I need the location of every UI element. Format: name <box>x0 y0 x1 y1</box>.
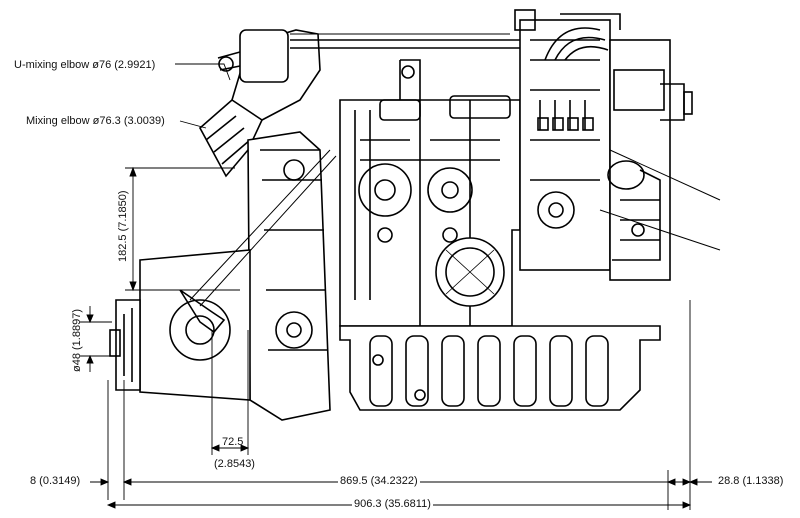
dim-182-5-label: 182.5 (7.1850) <box>117 190 129 262</box>
filter-housing <box>435 237 505 307</box>
dim-48-label: ø48 (1.8897) <box>71 309 83 372</box>
dim-8-label: 8 (0.3149) <box>30 475 81 487</box>
heat-exchanger <box>607 39 693 281</box>
dim-906-3-label: 906.3 (35.6811) <box>352 498 433 510</box>
injector-assembly <box>514 9 621 271</box>
dim-72-5-label: 72.5 <box>222 436 244 448</box>
dimension-lines <box>80 63 712 510</box>
mixing-elbow-label: Mixing elbow ø76.3 (3.0039) <box>26 115 165 127</box>
front-pulley-assembly <box>109 131 337 421</box>
u-mixing-elbow-label: U-mixing elbow ø76 (2.9921) <box>14 59 156 71</box>
oil-pan <box>339 325 661 411</box>
dim-869-5-label: 869.5 (34.2322) <box>338 475 420 487</box>
dim-72-5-inch-label: (2.8543) <box>214 458 255 470</box>
dim-28-8-label: 28.8 (1.1338) <box>718 475 784 487</box>
